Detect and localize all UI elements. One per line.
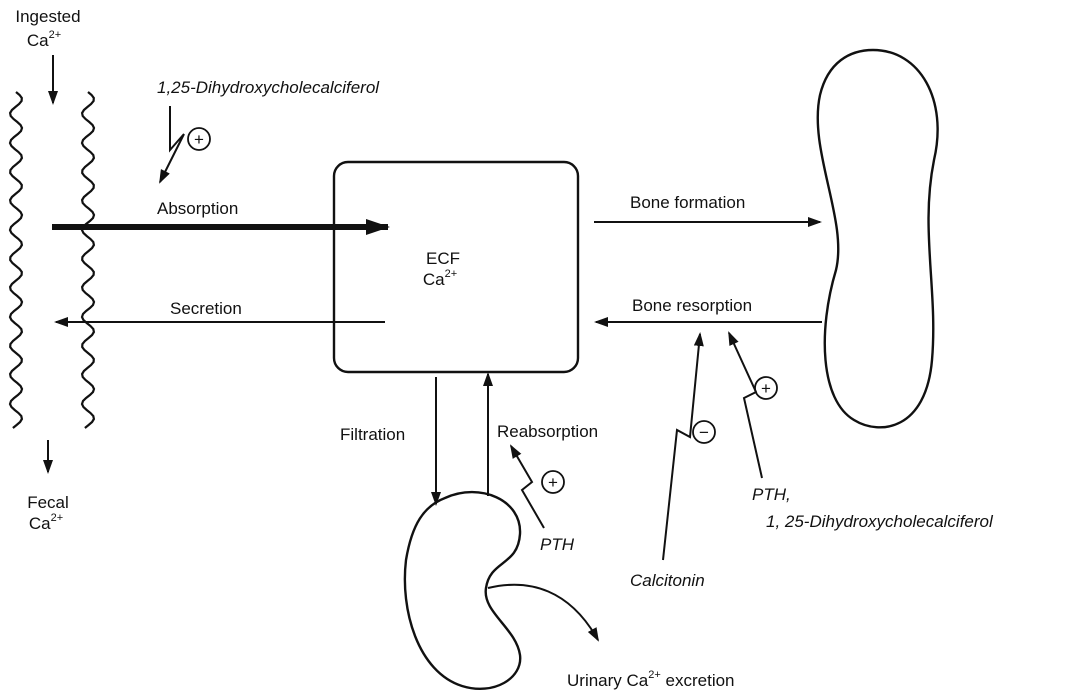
plus-sign-icon <box>187 127 211 151</box>
intestine-right-wall <box>80 91 96 429</box>
filtration-label: Filtration <box>340 425 405 444</box>
pth-comma-label: PTH, <box>752 485 791 504</box>
secretion-label: Secretion <box>170 299 242 318</box>
minus-sign-icon <box>692 420 716 444</box>
bone-formation-label: Bone formation <box>630 193 745 212</box>
vitamin-d-bottom-label: 1, 25-Dihydroxycholecalciferol <box>766 512 994 531</box>
bone-resorption-label: Bone resorption <box>632 296 752 315</box>
fecal-ca-label: Ca2+ <box>29 512 63 533</box>
ingested-label: Ingested <box>15 7 80 26</box>
intestine-left-wall <box>8 91 24 429</box>
ingested-ca-label: Ca2+ <box>27 29 61 50</box>
plus-sign-icon <box>541 470 565 494</box>
urinary-excretion-label: Urinary Ca2+ excretion <box>567 669 735 690</box>
reabsorption-label: Reabsorption <box>497 422 598 441</box>
minus-sign-text: − <box>699 423 709 442</box>
urinary-excretion-arrow <box>487 583 599 642</box>
ecf-ca-label: Ca2+ <box>423 268 457 289</box>
kidney-shape <box>403 490 522 691</box>
fecal-label: Fecal <box>27 493 69 512</box>
plus-sign-text: + <box>194 130 204 149</box>
ecf-label: ECF <box>426 249 460 268</box>
pth-label: PTH <box>540 535 575 554</box>
pth-vitd-zigzag-arrow <box>728 331 763 479</box>
absorption-label: Absorption <box>157 199 238 218</box>
vitamin-d-top-label: 1,25-Dihydroxycholecalciferol <box>157 78 380 97</box>
calcitonin-zigzag-arrow <box>662 332 704 561</box>
plus-sign-text: + <box>548 473 558 492</box>
vitamin-d-zigzag-arrow <box>159 106 185 184</box>
calcitonin-label: Calcitonin <box>630 571 705 590</box>
bone-shape <box>816 48 939 429</box>
plus-sign-text: + <box>761 379 771 398</box>
pth-zigzag-arrow <box>509 444 545 529</box>
plus-sign-icon <box>754 376 778 400</box>
ecf-box <box>332 160 580 374</box>
